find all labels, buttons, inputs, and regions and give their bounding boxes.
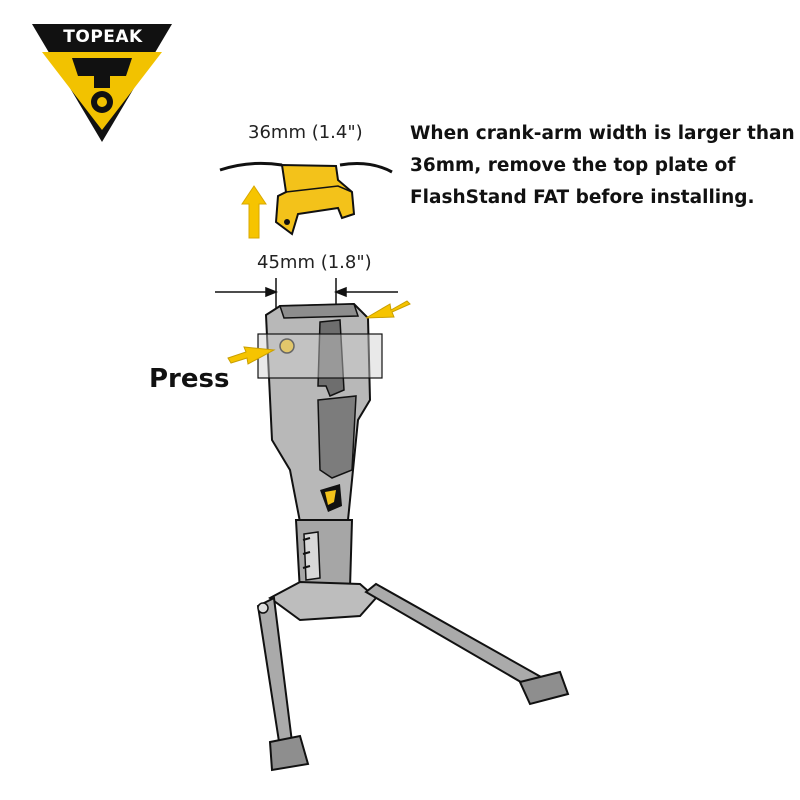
- dimension-mark-left: [219, 161, 283, 172]
- press-label: Press: [149, 364, 230, 394]
- install-note-line: 36mm, remove the top plate of: [410, 155, 736, 176]
- install-note-line: When crank-arm width is larger than: [410, 123, 795, 144]
- press-arrow-left-icon: [227, 346, 276, 365]
- up-arrow-icon: [241, 185, 267, 239]
- stand-base: [268, 580, 378, 622]
- top-width-label: 36mm (1.4"): [248, 122, 363, 143]
- logo-wordmark: TOPEAK: [63, 27, 143, 47]
- mid-width-label: 45mm (1.8"): [257, 252, 372, 273]
- top-plate: [274, 163, 356, 236]
- stand-leg-left: [256, 596, 310, 772]
- install-note: When crank-arm width is larger than 36mm…: [410, 118, 795, 214]
- press-arrow-right-icon: [365, 300, 411, 319]
- press-region: [257, 333, 383, 379]
- stand-head: [264, 302, 372, 524]
- topeak-logo-shield: [32, 24, 172, 142]
- install-note-line: FlashStand FAT before installing.: [410, 187, 755, 208]
- stand-leg-right: [364, 582, 570, 706]
- topeak-logo: TOPEAK: [28, 18, 176, 146]
- dimension-mark-right: [339, 162, 393, 174]
